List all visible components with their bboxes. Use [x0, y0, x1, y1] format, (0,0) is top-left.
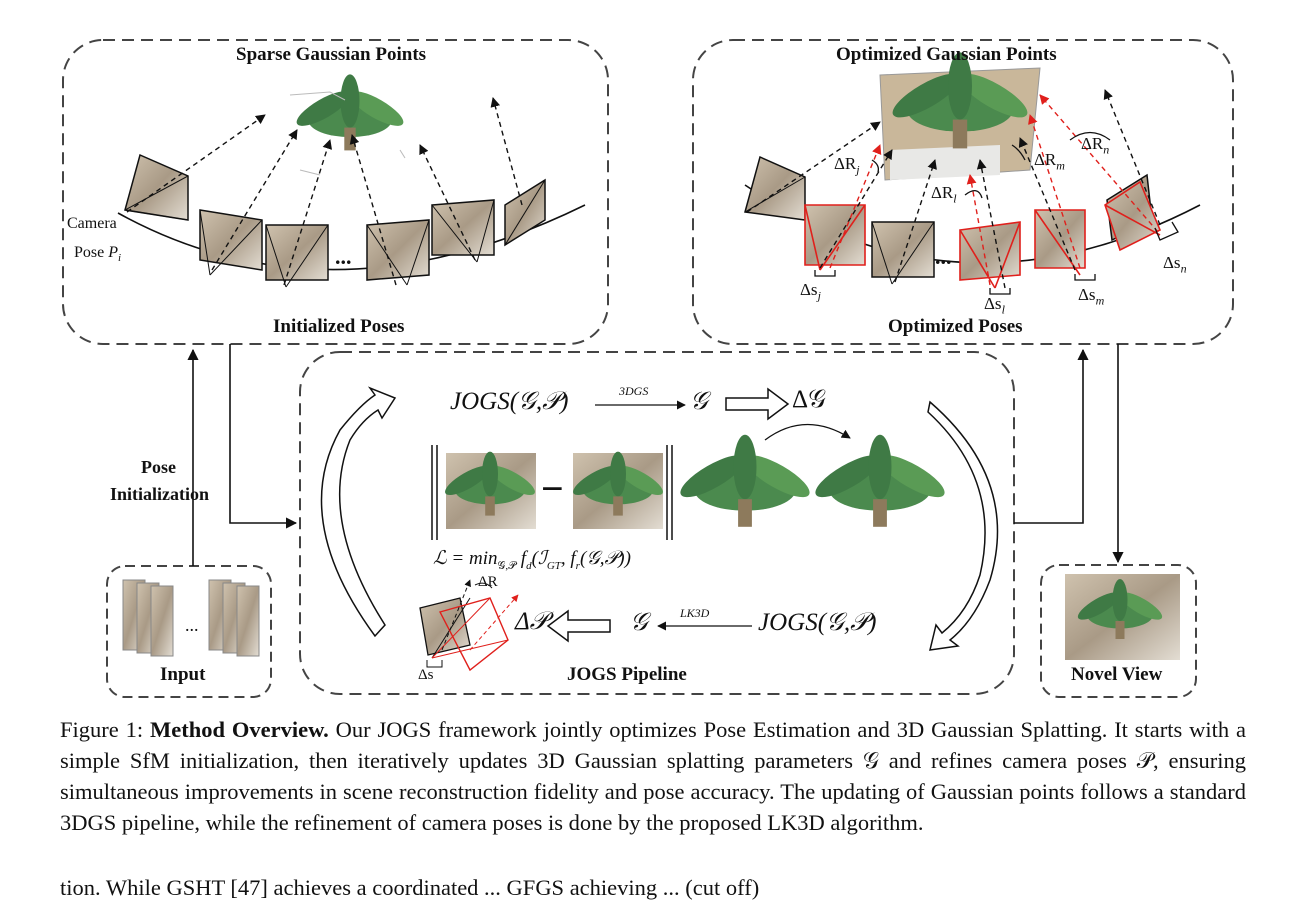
optimized-rays [829, 94, 1159, 286]
input-ellipsis: ... [185, 615, 199, 635]
pose-label: Pose Pi [74, 244, 122, 265]
bottom-equation-right: JOGS(𝒢,𝒫) [758, 609, 877, 636]
gaussian-before-image [675, 434, 815, 527]
top-equation-right: 𝒢 [690, 388, 708, 415]
norm-bars [431, 445, 673, 540]
rotation-arcs [871, 131, 1111, 199]
input-label: Input [160, 664, 206, 685]
initialized-poses-label: Initialized Poses [273, 316, 405, 337]
jogs-pipeline-label: JOGS Pipeline [567, 664, 687, 685]
camera-label: Camera [67, 215, 117, 232]
delta-s-l: Δsl [984, 294, 1005, 317]
cut-off-body-text: tion. While GSHT [47] achieves a coordin… [60, 875, 760, 900]
small-delta-s: Δs [418, 667, 434, 683]
method-overview-figure: Sparse Gaussian Points Initialized Poses… [62, 39, 1234, 698]
delta-s-j: Δsj [800, 280, 821, 303]
bottom-equation-mid: 𝒢 [630, 609, 648, 636]
top-equation-left: JOGS(𝒢,𝒫) [450, 388, 569, 415]
original-rays [746, 89, 1161, 289]
initialized-poses-panel [62, 39, 609, 345]
pose-update-glyph [419, 579, 519, 672]
novel-view-panel [1040, 564, 1197, 698]
camera-ellipsis-right: ... [935, 244, 952, 269]
delta-r-m: ΔRm [1034, 150, 1065, 173]
bottom-equation-arrow-label: LK3D [680, 606, 710, 620]
caption-prefix: Figure 1: [60, 717, 144, 742]
optimized-poses-label: Optimized Poses [888, 316, 1023, 337]
small-delta-r: ΔR [478, 574, 498, 590]
input-image-stack [122, 579, 260, 657]
hollow-arrow-bottom [546, 609, 611, 643]
gaussian-after-image [810, 434, 950, 527]
optimized-poses-panel [692, 39, 1234, 345]
delta-s-m: Δsm [1078, 285, 1105, 308]
delta-r-l: ΔRl [931, 183, 957, 206]
delta-r-n: ΔRn [1081, 134, 1110, 157]
delta-r-j: ΔRj [834, 154, 860, 177]
figure-canvas [62, 39, 1234, 698]
cycle-arrow-left [320, 386, 397, 638]
delta-g-label: Δ𝒢 [792, 386, 826, 413]
sparse-gaussian-points-image [292, 74, 408, 151]
hollow-arrow-top [725, 387, 790, 421]
gaussian-update-arrow [764, 423, 851, 441]
cycle-arrow-right [927, 400, 999, 651]
sparse-points-scatter [289, 91, 406, 176]
pose-init-label-1: Pose [141, 457, 176, 477]
pose-init-label-2: Initialization [110, 484, 210, 504]
delta-s-n: Δsn [1163, 253, 1187, 276]
camera-frusta [124, 153, 546, 288]
caption-bold: Method Overview. [150, 717, 329, 742]
top-equation-arrow-label: 3DGS [619, 384, 649, 398]
minus-sign: − [541, 466, 564, 511]
sparse-gaussian-title: Sparse Gaussian Points [236, 44, 427, 65]
connector-arrows [187, 344, 1124, 566]
viewing-rays [126, 97, 523, 286]
loss-equation: ℒ = min𝒢,𝒫 fd(ℐGT, fr(𝒢,𝒫)) [433, 548, 631, 572]
input-panel [106, 565, 272, 698]
optimized-gaussian-title: Optimized Gaussian Points [836, 44, 1057, 65]
translation-brackets [814, 221, 1179, 295]
figure-caption: Figure 1: Method Overview. Our JOGS fram… [60, 714, 1246, 838]
delta-p-label: Δ𝒫 [515, 608, 548, 635]
camera-ellipsis-left: ... [335, 244, 352, 269]
jogs-pipeline-panel [299, 351, 1015, 695]
optimized-camera-frusta [804, 180, 1162, 289]
novel-view-label: Novel View [1071, 664, 1163, 685]
caption-text: Our JOGS framework jointly optimizes Pos… [60, 717, 1247, 835]
optimized-gaussian-points-image [879, 52, 1041, 181]
